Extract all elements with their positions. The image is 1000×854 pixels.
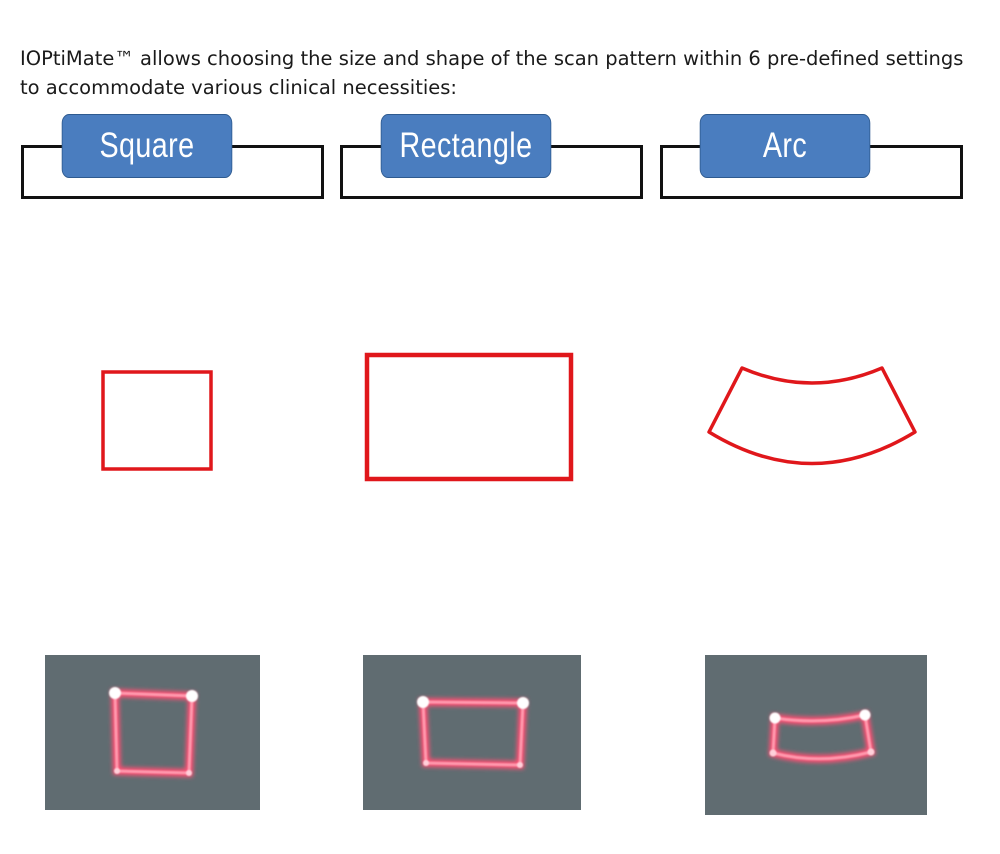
square-outline-shape: [101, 370, 213, 471]
rectangle-tab-label: Rectangle: [380, 114, 552, 178]
arc-outline-shape: [707, 366, 917, 466]
square-laser-photo: [45, 655, 260, 810]
rectangle-laser-photo: [363, 655, 581, 810]
intro-text: IOPtiMate™ allows choosing the size and …: [20, 47, 964, 99]
rectangle-outline-shape: [364, 352, 574, 482]
arc-tab-label: Arc: [699, 114, 871, 178]
square-tab-label: Square: [61, 114, 233, 178]
arc-laser-photo: [705, 655, 927, 815]
